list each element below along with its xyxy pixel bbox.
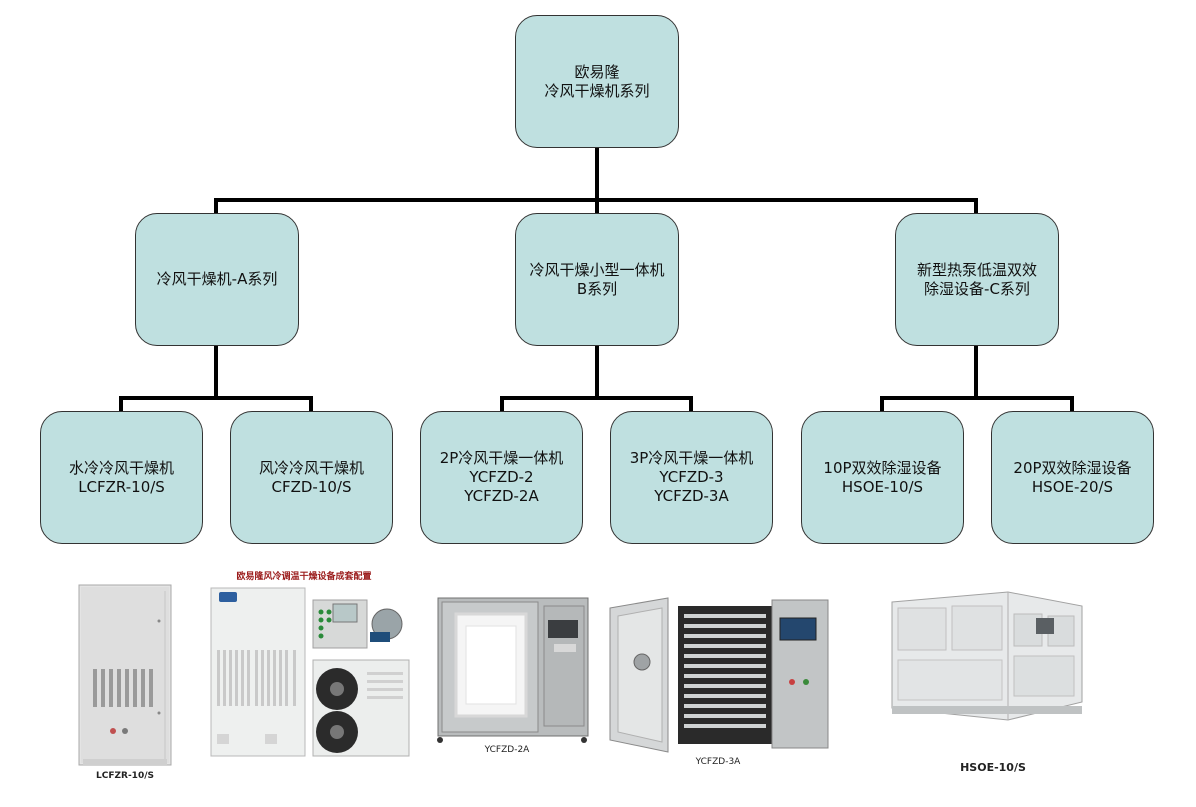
category-node-a: 冷风干燥机-A系列 bbox=[135, 213, 299, 346]
product-4-name: 3P冷风干燥一体机 bbox=[629, 449, 754, 467]
product-2-model: CFZD-10/S bbox=[271, 477, 352, 496]
product-1-name: 水冷冷风干燥机 bbox=[68, 458, 174, 477]
category-a-label: 冷风干燥机-A系列 bbox=[156, 270, 278, 288]
product-2-name: 风冷冷风干燥机 bbox=[258, 458, 364, 477]
root-title: 欧易隆 bbox=[574, 62, 620, 81]
category-node-b: 冷风干燥小型一体机 B系列 bbox=[515, 213, 679, 346]
product-6-model: HSOE-20/S bbox=[1031, 477, 1114, 496]
category-b-label: 冷风干燥小型一体机 bbox=[529, 260, 665, 279]
category-c-sublabel: 除湿设备-C系列 bbox=[924, 279, 1030, 298]
photo-caption-lcfzr: LCFZR-10/S bbox=[96, 771, 154, 781]
product-photo-ycfzd-2a bbox=[437, 597, 589, 743]
category-b-sublabel: B系列 bbox=[576, 279, 618, 298]
category-c-label: 新型热泵低温双效 bbox=[916, 260, 1037, 279]
product-3-name: 2P冷风干燥一体机 bbox=[439, 449, 564, 467]
product-1-model: LCFZR-10/S bbox=[78, 477, 165, 496]
product-3-model-alt: YCFZD-2A bbox=[464, 487, 539, 505]
product-node-2: 风冷冷风干燥机 CFZD-10/S bbox=[230, 411, 393, 544]
product-4-model: YCFZD-3 bbox=[659, 468, 724, 486]
photo-caption-ycfzd-3a: YCFZD-3A bbox=[695, 757, 741, 767]
product-photo-ycfzd-3a bbox=[609, 597, 829, 753]
product-node-1: 水冷冷风干燥机 LCFZR-10/S bbox=[40, 411, 203, 544]
photo-header-cfzd: 欧易隆风冷调温干燥设备成套配置 bbox=[236, 572, 372, 582]
product-node-6: 20P双效除湿设备 HSOE-20/S bbox=[991, 411, 1154, 544]
product-node-4: 3P冷风干燥一体机 YCFZD-3 YCFZD-3A bbox=[610, 411, 773, 544]
product-photo-cfzd bbox=[210, 587, 410, 757]
product-5-model: HSOE-10/S bbox=[841, 477, 924, 496]
category-node-c: 新型热泵低温双效 除湿设备-C系列 bbox=[895, 213, 1059, 346]
root-node: 欧易隆 冷风干燥机系列 bbox=[515, 15, 679, 148]
product-node-3: 2P冷风干燥一体机 YCFZD-2 YCFZD-2A bbox=[420, 411, 583, 544]
product-4-model-alt: YCFZD-3A bbox=[654, 487, 729, 505]
product-5-name: 10P双效除湿设备 bbox=[823, 458, 942, 477]
product-6-name: 20P双效除湿设备 bbox=[1013, 458, 1132, 477]
product-photo-hsoe bbox=[891, 591, 1083, 721]
photo-caption-ycfzd-2a: YCFZD-2A bbox=[484, 745, 530, 755]
product-3-model: YCFZD-2 bbox=[469, 468, 534, 486]
product-photo-lcfzr bbox=[78, 584, 172, 766]
photo-caption-hsoe: HSOE-10/S bbox=[960, 761, 1026, 774]
product-node-5: 10P双效除湿设备 HSOE-10/S bbox=[801, 411, 964, 544]
root-subtitle: 冷风干燥机系列 bbox=[544, 81, 650, 100]
